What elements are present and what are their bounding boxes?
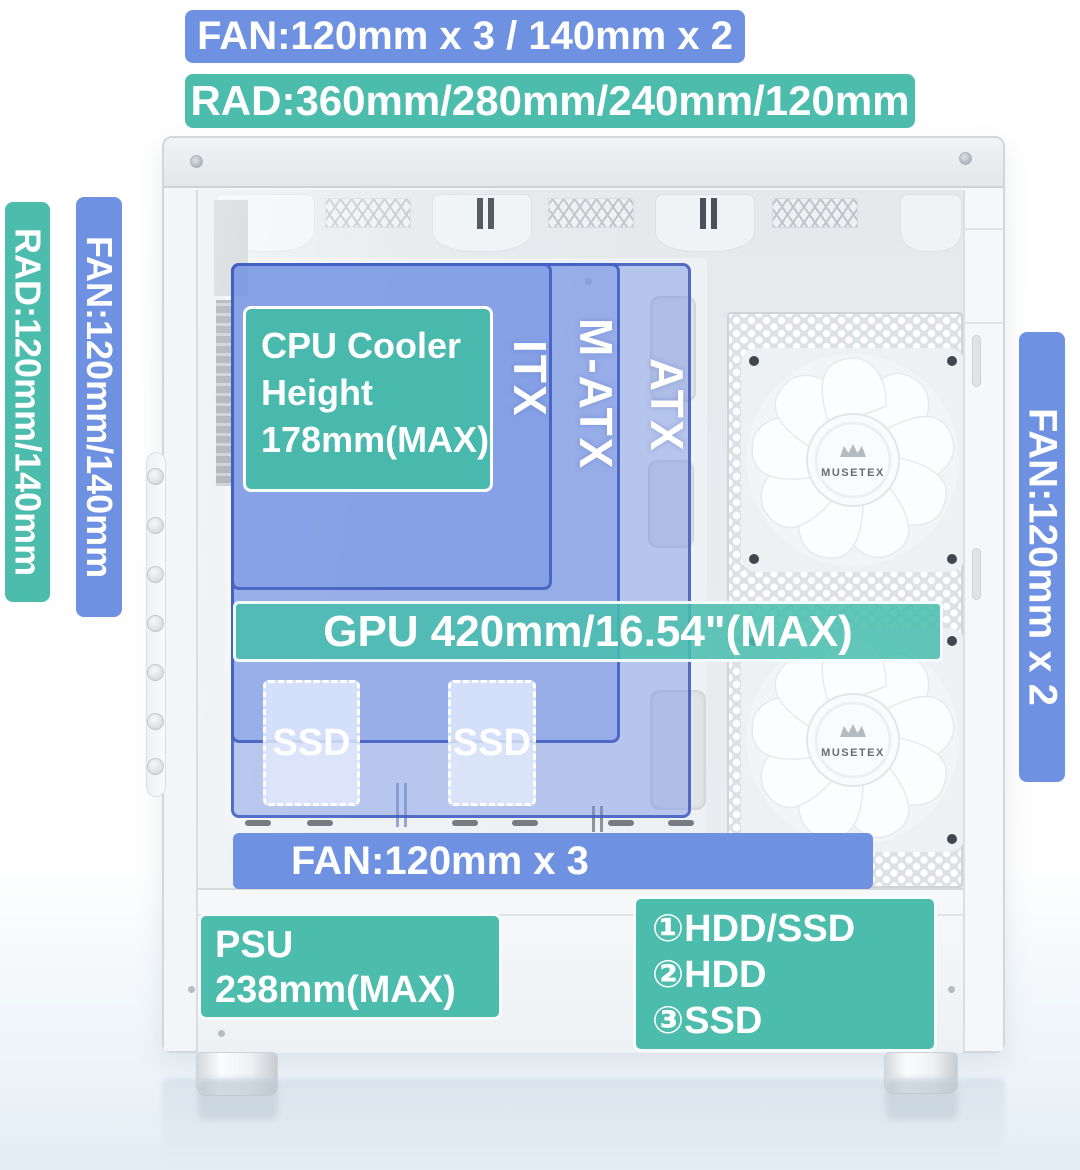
atx-label: ATX — [641, 358, 693, 453]
top-vent-slot — [700, 198, 717, 229]
front-fan-spec-text: FAN:120mm/140mm — [79, 235, 120, 579]
matx-label: M-ATX — [570, 318, 622, 471]
screw-icon — [959, 152, 972, 165]
cable-tab — [307, 820, 333, 826]
thumbscrew-icon — [147, 713, 164, 730]
gpu-clearance-badge: GPU 420mm/16.54"(MAX) — [233, 601, 943, 662]
thumbscrew-icon — [147, 758, 164, 775]
top-fan-spec-badge: FAN:120mm x 3 / 140mm x 2 — [185, 10, 745, 63]
top-vent-slot — [477, 198, 494, 229]
cpu-cooler-line2: Height — [261, 372, 373, 413]
drive-bay-spec-box: ①HDD/SSD ②HDD ③SSD — [633, 896, 937, 1052]
front-vent-strip — [216, 300, 232, 486]
ssd-slot-left: SSD — [263, 680, 360, 806]
drive-bay-line1: ①HDD/SSD — [652, 908, 856, 950]
rear-seam — [965, 228, 1003, 230]
fan-brand-text: MUSETEX — [821, 467, 885, 479]
top-vent-lattice — [325, 198, 411, 228]
case-front-panel — [164, 190, 198, 1051]
thumbscrew-icon — [147, 615, 164, 632]
cpu-cooler-line3: 178mm(MAX) — [261, 419, 490, 460]
screw-dot — [948, 986, 955, 993]
cable-tab — [608, 820, 634, 826]
gpu-clearance-text: GPU 420mm/16.54"(MAX) — [323, 606, 853, 656]
cable-tab — [512, 820, 538, 826]
top-fan-silhouette — [900, 194, 962, 252]
side-fan-spec-badge: FAN:120mm x 2 — [1019, 332, 1065, 782]
itx-label: ITX — [504, 340, 556, 418]
case-reflection — [162, 1078, 1005, 1170]
cable-tab — [668, 820, 694, 826]
bottom-fan-spec-text: FAN:120mm x 3 — [291, 838, 589, 883]
thumbscrew-icon — [147, 664, 164, 681]
case-rear-panel — [963, 190, 1003, 1051]
foot-reflection — [198, 1080, 278, 1120]
rear-seam — [965, 322, 1003, 324]
cable-tab — [245, 820, 271, 826]
screw-dot — [218, 1030, 225, 1037]
bottom-fan-spec-badge: FAN:120mm x 3 — [233, 833, 873, 889]
psu-line1: PSU — [215, 924, 294, 966]
rear-slot — [972, 548, 981, 600]
top-vent-lattice — [772, 198, 858, 228]
case-top-frame — [164, 138, 1003, 188]
psu-line2: 238mm(MAX) — [215, 969, 456, 1011]
rear-slot — [972, 335, 981, 387]
top-fan-spec-text: FAN:120mm x 3 / 140mm x 2 — [197, 14, 733, 58]
screw-icon — [190, 155, 203, 168]
top-radiator-spec-text: RAD:360mm/280mm/240mm/120mm — [190, 77, 910, 124]
ssd-slot-right: SSD — [448, 680, 536, 806]
cable-tab — [452, 820, 478, 826]
case-fan-top: MUSETEX — [741, 348, 965, 572]
front-radiator-spec-text: RAD:120mm/140mm — [7, 227, 49, 577]
top-vent-lattice — [548, 198, 634, 228]
side-fan-spec-text: FAN:120mm x 2 — [1020, 408, 1065, 706]
front-fan-spec-badge: FAN:120mm/140mm — [76, 197, 122, 617]
shroud-seam — [198, 914, 963, 916]
drive-bay-line3: ③SSD — [652, 1000, 763, 1042]
ssd-left-label: SSD — [272, 721, 351, 764]
cpu-cooler-line1: CPU Cooler — [261, 325, 462, 366]
thumbscrew-icon — [147, 566, 164, 583]
fan-brand-text: MUSETEX — [821, 747, 885, 759]
thumbscrew-icon — [147, 517, 164, 534]
thumbscrew-icon — [147, 468, 164, 485]
cpu-cooler-spec-box: CPU Cooler Height 178mm(MAX) — [243, 306, 493, 492]
drive-bay-line2: ②HDD — [652, 954, 767, 996]
psu-spec-box: PSU 238mm(MAX) — [198, 913, 502, 1020]
ssd-right-label: SSD — [452, 721, 532, 764]
front-radiator-spec-badge: RAD:120mm/140mm — [5, 202, 50, 602]
screw-dot — [188, 986, 195, 993]
top-radiator-spec-badge: RAD:360mm/280mm/240mm/120mm — [185, 74, 915, 128]
foot-reflection — [886, 1080, 958, 1120]
